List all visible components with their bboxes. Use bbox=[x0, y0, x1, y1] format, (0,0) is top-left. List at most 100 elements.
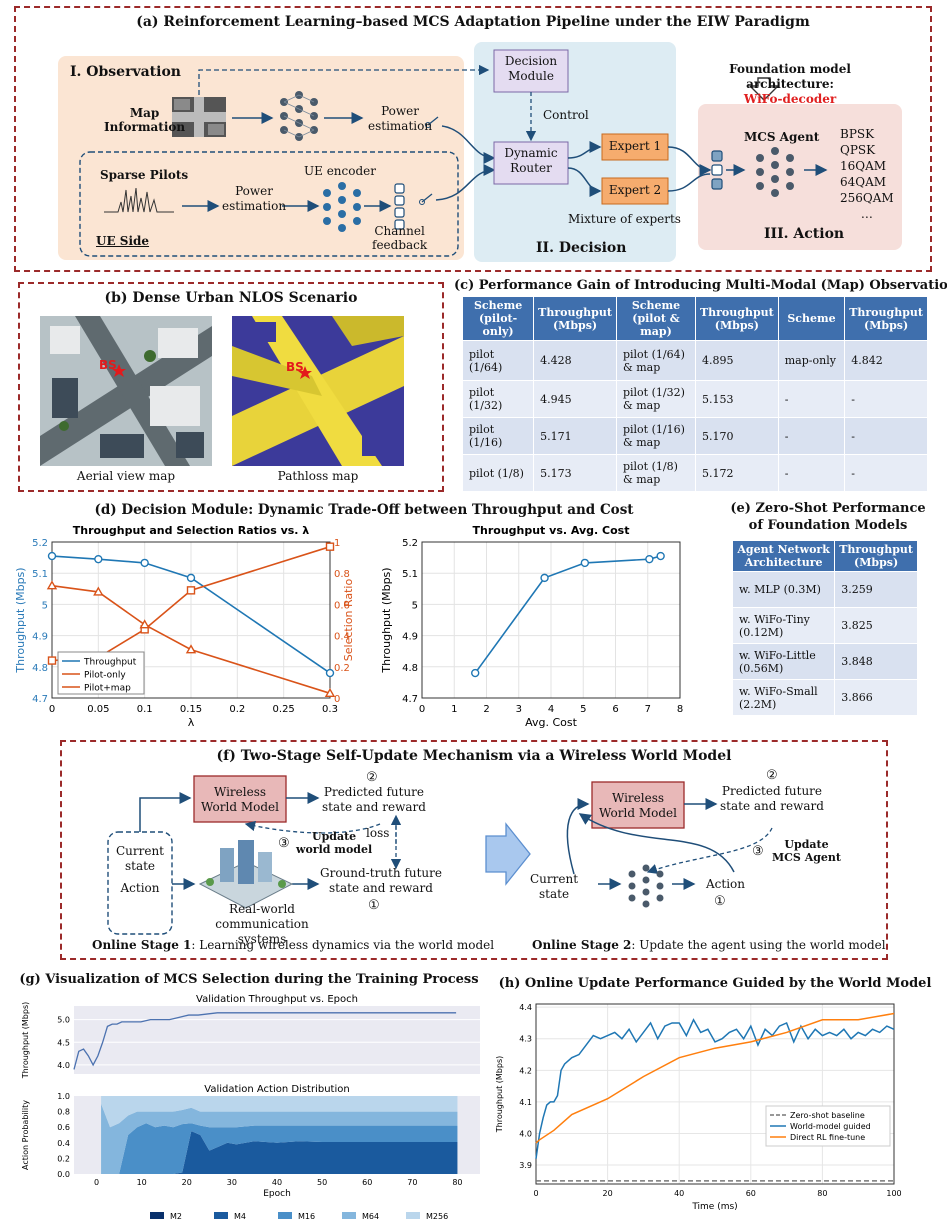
mcs-item: BPSK bbox=[840, 127, 875, 141]
y-tick-label: 4.8 bbox=[32, 663, 48, 674]
legend-label: Pilot-only bbox=[84, 671, 126, 681]
table-header: Scheme (pilot-only) bbox=[461, 296, 535, 341]
table-cell: 4.895 bbox=[694, 340, 779, 381]
legend-swatch bbox=[406, 1212, 420, 1219]
pilot-waveform bbox=[104, 187, 174, 213]
arrow bbox=[441, 125, 496, 164]
data-point bbox=[93, 586, 104, 596]
mcs-agent-net-icon bbox=[756, 147, 794, 197]
y-tick-label: 0.0 bbox=[57, 1170, 70, 1179]
legend-label: Zero-shot baseline bbox=[790, 1111, 865, 1120]
x-axis-label: Time (ms) bbox=[691, 1202, 737, 1212]
x-tick-label: 50 bbox=[317, 1178, 327, 1187]
y-tick-label: 0.6 bbox=[57, 1123, 70, 1132]
action-label-2: Action bbox=[706, 877, 745, 891]
y-axis-label: Throughput (Mbps) bbox=[21, 1002, 30, 1079]
table-cell: 5.173 bbox=[533, 454, 617, 492]
control-label: Control bbox=[543, 108, 589, 122]
feedback-vector-icon bbox=[394, 183, 405, 230]
y-axis-label: Throughput (Mbps) bbox=[380, 567, 393, 673]
neural-net-icon bbox=[280, 91, 318, 141]
data-point bbox=[645, 554, 654, 564]
expert2-box bbox=[601, 177, 669, 205]
data-point bbox=[46, 580, 58, 590]
action-label-1: Action bbox=[120, 881, 160, 895]
y-tick-label: 4.2 bbox=[519, 1066, 532, 1075]
table-cell: 4.428 bbox=[533, 340, 617, 381]
data-point bbox=[140, 558, 149, 568]
performance-table: Scheme (pilot-only) Throughput (Mbps) Sc… bbox=[461, 296, 928, 492]
ue-encoder-icon bbox=[323, 182, 361, 232]
panel-f-diagram bbox=[107, 775, 773, 935]
switch-dot bbox=[425, 122, 431, 128]
area-series bbox=[101, 1103, 458, 1174]
hollow-down-arrow bbox=[748, 77, 780, 101]
legend-label: M2 bbox=[170, 1212, 182, 1221]
action-label: III. Action bbox=[764, 226, 845, 242]
data-point bbox=[94, 554, 103, 564]
action-region bbox=[698, 104, 902, 250]
y-tick-label: 1.0 bbox=[57, 1092, 70, 1101]
table-cell: - bbox=[844, 380, 928, 418]
y2-tick-label: 0.2 bbox=[334, 663, 350, 674]
table-cell: pilot (1/32) bbox=[461, 380, 535, 418]
table-cell: 3.848 bbox=[834, 643, 918, 680]
y2-tick-label: 0.4 bbox=[334, 632, 350, 643]
mcs-item: 64QAM bbox=[840, 175, 887, 189]
table-cell: - bbox=[777, 380, 846, 418]
y-tick-label: 5.1 bbox=[32, 569, 48, 580]
table-cell: pilot (1/8) bbox=[461, 454, 535, 492]
table-header: Throughput (Mbps) bbox=[533, 296, 617, 341]
table-header: Scheme bbox=[777, 296, 846, 341]
table-cell: pilot (1/16) & map bbox=[615, 417, 696, 455]
table-cell: 5.171 bbox=[533, 417, 617, 455]
table-cell: - bbox=[844, 417, 928, 455]
table-cell: pilot (1/16) bbox=[461, 417, 535, 455]
y-tick-label: 4.7 bbox=[402, 694, 418, 705]
y2-tick-label: 0.8 bbox=[334, 569, 350, 580]
panel-f bbox=[60, 740, 888, 960]
x-tick-label: 40 bbox=[272, 1178, 282, 1187]
x-tick-label: 0.15 bbox=[180, 704, 202, 715]
mixture-label: Mixture of experts bbox=[568, 212, 681, 226]
stage1-caption: Online Stage 1: Learning wireless dynami… bbox=[92, 938, 495, 952]
mcs-list: BPSK QPSK 16QAM 64QAM 256QAM … bbox=[840, 126, 894, 222]
data-point bbox=[324, 687, 336, 698]
bs-label-1: BS bbox=[99, 358, 117, 372]
table-header: Throughput (Mbps) bbox=[834, 540, 918, 572]
pathloss-map-image bbox=[232, 316, 404, 466]
y2-tick-label: 1 bbox=[334, 538, 340, 549]
y-tick-label: 4.4 bbox=[519, 1003, 532, 1012]
data-point bbox=[139, 619, 150, 629]
table-cell: map-only bbox=[777, 340, 846, 381]
y2-axis-label: Selection Ratio bbox=[342, 579, 355, 662]
x-tick-label: 7 bbox=[645, 704, 651, 715]
dashed-arrow bbox=[198, 64, 490, 95]
chart-title: Validation Action Distribution bbox=[204, 1084, 349, 1095]
data-point bbox=[656, 551, 665, 561]
y2-tick-label: 0 bbox=[334, 694, 340, 705]
expert1-label: Expert 1 bbox=[608, 139, 662, 153]
mcs-item: … bbox=[860, 207, 873, 221]
legend-label: Throughput bbox=[83, 658, 137, 668]
x-tick-label: 0.05 bbox=[87, 704, 109, 715]
panel-a bbox=[14, 6, 932, 272]
y2-tick-label: 0.6 bbox=[334, 600, 350, 611]
plot-frame bbox=[421, 541, 681, 699]
table-cell: pilot (1/64) & map bbox=[615, 340, 696, 381]
legend-label: M256 bbox=[426, 1212, 448, 1221]
wwm-box-1 bbox=[193, 775, 287, 823]
chart-throughput-selection: Throughput and Selection Ratios vs. λ4.7… bbox=[14, 524, 355, 729]
num-1-b: ① bbox=[714, 894, 726, 909]
table-cell: 3.825 bbox=[834, 607, 918, 644]
series-line bbox=[535, 1012, 895, 1144]
plot-frame bbox=[51, 541, 331, 699]
